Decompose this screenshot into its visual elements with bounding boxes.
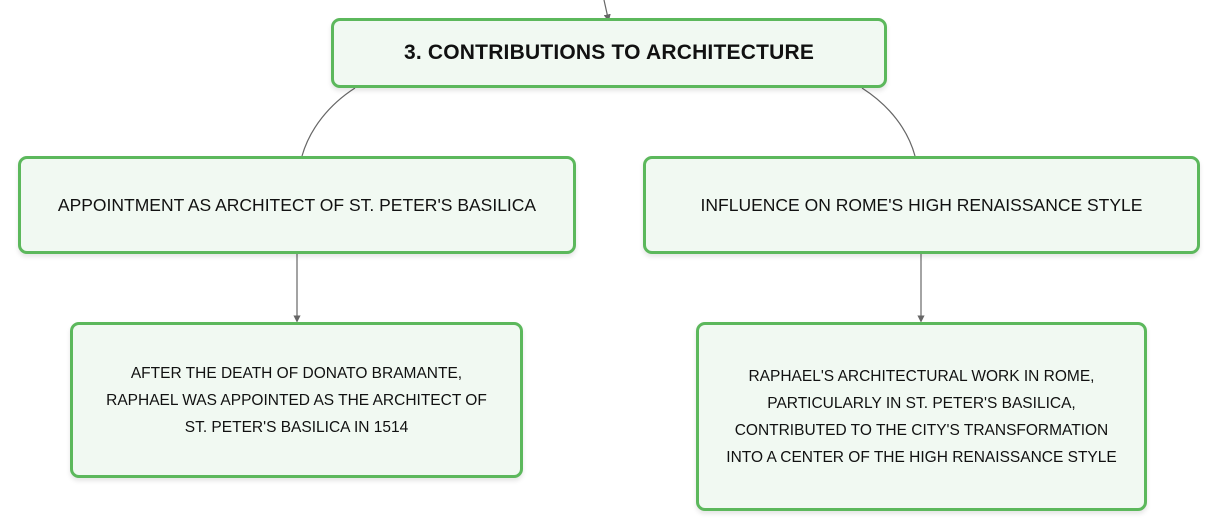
leaf-text-line: RAPHAEL'S ARCHITECTURAL WORK IN ROME, bbox=[748, 367, 1095, 385]
leaf-text-line: PARTICULARLY IN ST. PETER'S BASILICA, bbox=[767, 394, 1076, 412]
leaf-node-text: RAPHAEL'S ARCHITECTURAL WORK IN ROME, PA… bbox=[726, 363, 1116, 471]
root-node-title: 3. CONTRIBUTIONS TO ARCHITECTURE bbox=[403, 41, 815, 64]
branch-node-influence[interactable]: INFLUENCE ON ROME'S HIGH RENAISSANCE STY… bbox=[643, 156, 1200, 254]
branch-node-title: APPOINTMENT AS ARCHITECT OF ST. PETER'S … bbox=[57, 194, 537, 215]
leaf-text-line: ST. PETER'S BASILICA IN 1514 bbox=[184, 418, 409, 436]
leaf-text-line: CONTRIBUTED TO THE CITY'S TRANSFORMATION bbox=[734, 421, 1109, 439]
connector-parent-to-root bbox=[603, 0, 611, 22]
connector-root-to-branch-right bbox=[861, 87, 916, 157]
leaf-node-appointment-detail[interactable]: AFTER THE DEATH OF DONATO BRAMANTE, RAPH… bbox=[70, 322, 523, 478]
leaf-text-line: RAPHAEL WAS APPOINTED AS THE ARCHITECT O… bbox=[106, 391, 487, 409]
connector-root-to-branch-left bbox=[301, 87, 356, 157]
branch-node-appointment[interactable]: APPOINTMENT AS ARCHITECT OF ST. PETER'S … bbox=[18, 156, 576, 254]
leaf-text-line: INTO A CENTER OF THE HIGH RENAISSANCE ST… bbox=[726, 448, 1117, 466]
leaf-text-line: AFTER THE DEATH OF DONATO BRAMANTE, bbox=[130, 364, 463, 382]
root-node[interactable]: 3. CONTRIBUTIONS TO ARCHITECTURE bbox=[331, 18, 887, 88]
branch-node-title: INFLUENCE ON ROME'S HIGH RENAISSANCE STY… bbox=[700, 194, 1143, 215]
leaf-node-text: AFTER THE DEATH OF DONATO BRAMANTE, RAPH… bbox=[106, 360, 487, 441]
leaf-node-influence-detail[interactable]: RAPHAEL'S ARCHITECTURAL WORK IN ROME, PA… bbox=[696, 322, 1147, 511]
